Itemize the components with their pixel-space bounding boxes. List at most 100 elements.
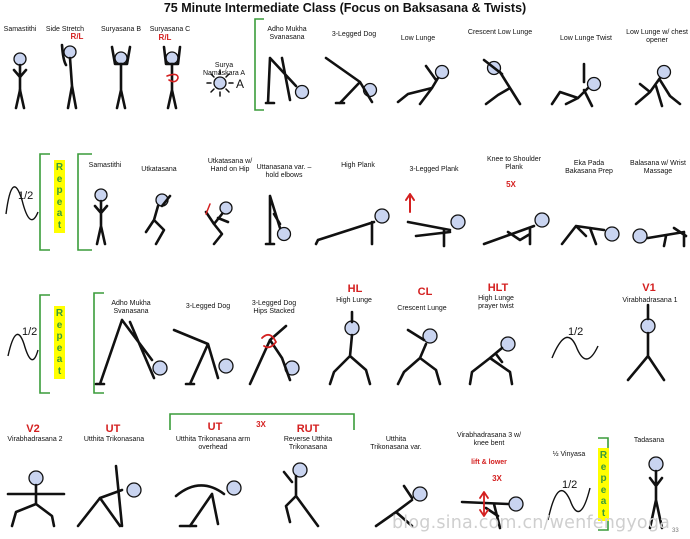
page-number: 33 bbox=[672, 528, 679, 534]
rl-annotation-1: R/L bbox=[70, 32, 84, 41]
pose-label-half-vinyasa: ½ Vinyasa bbox=[552, 451, 586, 458]
pose-label-high-lunge: High Lunge bbox=[336, 297, 372, 304]
pose-label-suryasana-b: Suryasana B bbox=[100, 26, 142, 33]
abbr-ut-overhead: UT bbox=[207, 421, 223, 433]
figure-suryasana-c bbox=[162, 45, 182, 110]
pose-label-3-legged-dog-2: 3-Legged Dog bbox=[185, 303, 231, 310]
pose-label-samastithi-2: Samastithi bbox=[88, 162, 122, 169]
figure-3-legged-dog bbox=[324, 56, 378, 105]
figure-low-lunge bbox=[396, 64, 450, 106]
pose-label-trikonasana-var: Utthita Trikonasana var. bbox=[370, 436, 422, 451]
figure-3-legged-dog-2 bbox=[172, 328, 234, 386]
figure-virabhadrasana-3 bbox=[460, 491, 524, 530]
abbr-v2: V2 bbox=[26, 423, 40, 435]
count-3x-b: 3X bbox=[492, 474, 502, 483]
figure-trikonasana-overhead bbox=[174, 480, 242, 528]
figure-prayer-twist bbox=[468, 336, 516, 386]
pose-label-surya-namaskara-a: Surya Namaskara A bbox=[202, 62, 246, 77]
figure-eka-pada bbox=[560, 224, 620, 246]
figure-side-stretch bbox=[60, 43, 78, 110]
pose-label-high-plank: High Plank bbox=[341, 162, 375, 169]
pose-label-balasana: Balasana w/ Wrist Massage bbox=[630, 160, 686, 175]
pose-label-uttanasana: Uttanasana var. – hold elbows bbox=[256, 164, 312, 179]
figure-high-plank bbox=[314, 208, 390, 246]
half-label-row3-b: 1/2 bbox=[568, 326, 584, 338]
pose-label-tadasana: Tadasana bbox=[633, 437, 665, 444]
pose-label-reverse-trikonasana: Reverse Utthita Trikonasana bbox=[283, 436, 333, 451]
figure-utkatasana-hip bbox=[204, 201, 233, 246]
figure-utthita-trikonasana bbox=[76, 464, 142, 528]
pose-label-hips-stacked: 3-Legged Dog Hips Stacked bbox=[251, 300, 297, 315]
pose-label-side-stretch: Side Stretch bbox=[45, 26, 85, 33]
figure-utkatasana bbox=[144, 193, 172, 246]
figure-high-lunge bbox=[328, 310, 372, 386]
figure-adho-mukha-2 bbox=[94, 318, 168, 386]
abbr-hl: HL bbox=[347, 283, 363, 295]
count-3x: 3X bbox=[256, 420, 266, 429]
figure-low-lunge-twist bbox=[550, 62, 602, 108]
figure-crescent-low-lunge bbox=[482, 58, 522, 106]
pose-label-adho-mukha: Adho Mukha Svanasana bbox=[267, 26, 307, 41]
abbr-ut: UT bbox=[105, 423, 121, 435]
figure-samastithi-2 bbox=[93, 188, 109, 246]
figure-balasana bbox=[632, 226, 688, 248]
figure-suryasana-b bbox=[110, 45, 132, 110]
pose-label-utkatasana: Utkatasana bbox=[141, 166, 177, 173]
half-label-row3: 1/2 bbox=[22, 326, 38, 338]
figure-hips-stacked bbox=[248, 324, 300, 386]
figure-uttanasana bbox=[264, 194, 292, 246]
figure-samastithi bbox=[12, 52, 28, 110]
figure-virabhadrasana-1 bbox=[626, 303, 666, 382]
half-label-row2: 1/2 bbox=[18, 190, 34, 202]
figure-reverse-trikonasana bbox=[282, 462, 320, 528]
sun-letter: A bbox=[236, 77, 245, 91]
figure-chest-opener bbox=[634, 64, 682, 108]
pose-label-low-lunge-twist: Low Lunge Twist bbox=[559, 35, 612, 42]
figure-3-legged-plank bbox=[405, 193, 466, 248]
figure-virabhadrasana-2 bbox=[6, 470, 66, 528]
pose-label-crescent-low-lunge: Crescent Low Lunge bbox=[467, 29, 533, 36]
pose-label-eka-pada: Eka Pada Bakasana Prep bbox=[565, 160, 613, 175]
lift-lower-note: lift & lower bbox=[471, 459, 507, 466]
pose-label-3-legged-plank: 3-Legged Plank bbox=[409, 166, 459, 173]
figure-sun bbox=[206, 69, 234, 97]
abbr-hlt: HLT bbox=[487, 282, 509, 294]
pose-label-crescent-lunge: Crescent Lunge bbox=[397, 305, 447, 312]
pose-label-3-legged-dog: 3-Legged Dog bbox=[331, 31, 377, 38]
abbr-v1: V1 bbox=[642, 282, 656, 294]
pose-label-virabhadrasana-2: Virabhadrasana 2 bbox=[7, 436, 63, 443]
pose-label-utthita-trikonasana: Utthita Trikonasana bbox=[83, 436, 145, 443]
pose-label-prayer-twist: High Lunge prayer twist bbox=[478, 295, 514, 310]
figure-tadasana bbox=[648, 456, 664, 530]
rl-annotation-2: R/L bbox=[158, 33, 172, 42]
count-5x: 5X bbox=[506, 180, 516, 189]
pose-label-suryasana-c: Suryasana C bbox=[149, 26, 191, 33]
pose-label-knee-shoulder: Knee to Shoulder Plank bbox=[486, 156, 542, 171]
abbr-rut: RUT bbox=[296, 423, 320, 435]
pose-label-trikonasana-overhead: Utthita Trikonasana arm overhead bbox=[175, 436, 251, 451]
page-title: 75 Minute Intermediate Class (Focus on B… bbox=[163, 1, 527, 15]
figure-crescent-lunge bbox=[396, 328, 442, 386]
figure-knee-shoulder bbox=[482, 212, 550, 246]
pose-label-virabhadrasana-3: Virabhadrasana 3 w/ knee bent bbox=[456, 432, 522, 447]
watermark: blog.sina.com.cn/wenfengyoga bbox=[392, 513, 671, 533]
pose-label-samastithi: Samastithi bbox=[3, 26, 37, 33]
pose-label-virabhadrasana-1: Virabhadrasana 1 bbox=[622, 297, 678, 304]
pose-label-utkatasana-hip: Utkatasana w/ Hand on Hip bbox=[207, 158, 253, 173]
pose-label-low-lunge: Low Lunge bbox=[400, 35, 436, 42]
half-label-row4: 1/2 bbox=[562, 479, 578, 491]
pose-label-adho-mukha-2: Adho Mukha Svanasana bbox=[111, 300, 151, 315]
